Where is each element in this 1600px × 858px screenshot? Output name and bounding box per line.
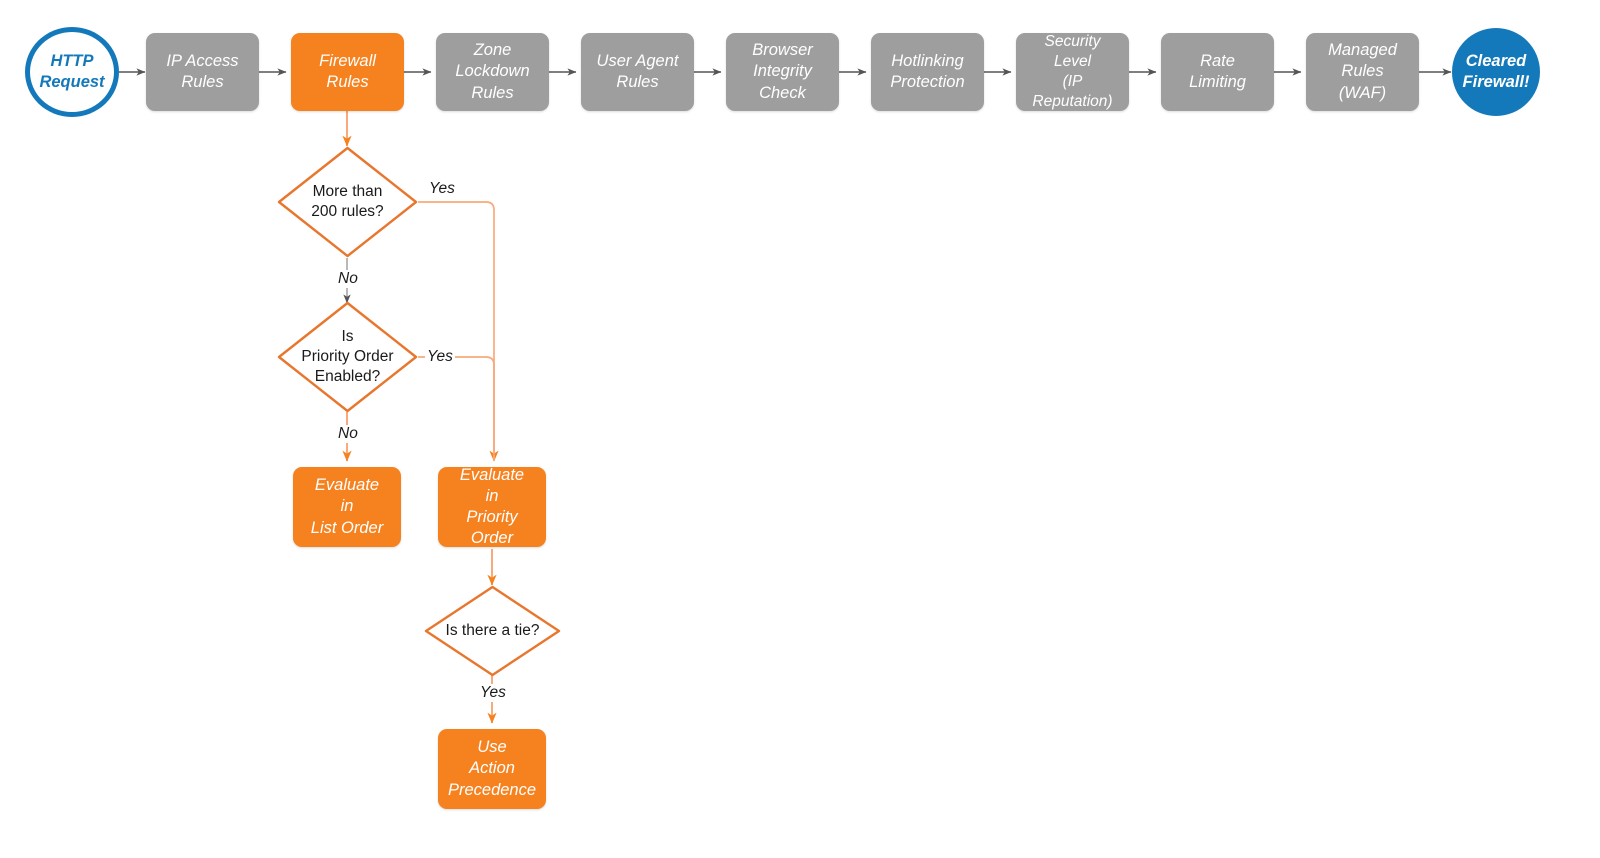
node-use-action-precedence[interactable]: Use Action Precedence [438, 729, 546, 809]
decision-more-than-200-rules-label: More than 200 rules? [311, 182, 384, 220]
node-zone-lockdown-rules-label: Zone Lockdown Rules [455, 41, 530, 102]
node-zone-lockdown-rules[interactable]: Zone Lockdown Rules [436, 33, 549, 111]
node-ip-access-rules[interactable]: IP Access Rules [146, 33, 259, 111]
node-user-agent-rules-label: User Agent Rules [596, 51, 679, 91]
node-hotlinking-protection-label: Hotlinking Protection [890, 51, 965, 91]
node-http-request-label: HTTP Request [39, 52, 105, 91]
decision-priority-order-enabled[interactable]: Is Priority Order Enabled? [277, 301, 418, 413]
node-evaluate-in-priority-order[interactable]: Evaluate in Priority Order [438, 465, 546, 548]
edge-label-priorityorder-no: No [336, 425, 360, 443]
node-evaluate-in-list-order[interactable]: Evaluate in List Order [293, 467, 401, 547]
diamond-outline-icon [277, 146, 418, 258]
node-evaluate-in-priority-order-label: Evaluate in Priority Order [459, 465, 525, 548]
edge-label-rulecount-no: No [336, 270, 360, 288]
edge-rulecount-yes [418, 201, 499, 462]
node-firewall-rules[interactable]: Firewall Rules [291, 33, 404, 111]
edge-priorityorder-yes [418, 356, 495, 461]
node-managed-rules-waf[interactable]: Managed Rules (WAF) [1306, 33, 1419, 111]
node-use-action-precedence-label: Use Action Precedence [447, 738, 537, 799]
node-ip-access-rules-label: IP Access Rules [166, 51, 239, 91]
node-security-level-label: Security Level (IP Reputation) [1032, 33, 1113, 110]
edge-label-tie-yes: Yes [478, 684, 508, 702]
node-firewall-rules-label: Firewall Rules [319, 51, 376, 91]
decision-is-there-a-tie[interactable]: Is there a tie? [424, 585, 561, 677]
edge-label-rulecount-yes: Yes [427, 180, 457, 198]
node-security-level[interactable]: Security Level (IP Reputation) [1016, 33, 1129, 111]
node-cleared-firewall-label: Cleared Firewall! [1462, 52, 1530, 91]
node-rate-limiting[interactable]: Rate Limiting [1161, 33, 1274, 111]
diamond-outline-icon [277, 301, 418, 413]
node-cleared-firewall[interactable]: Cleared Firewall! [1452, 28, 1540, 116]
node-hotlinking-protection[interactable]: Hotlinking Protection [871, 33, 984, 111]
node-browser-integrity-check-label: Browser Integrity Check [752, 41, 813, 102]
node-evaluate-in-list-order-label: Evaluate in List Order [310, 476, 384, 537]
node-rate-limiting-label: Rate Limiting [1189, 51, 1246, 91]
diamond-outline-icon [424, 585, 561, 677]
decision-more-than-200-rules[interactable]: More than 200 rules? [277, 146, 418, 258]
decision-priority-order-enabled-label: Is Priority Order Enabled? [301, 327, 394, 386]
decision-is-there-a-tie-label: Is there a tie? [445, 621, 540, 639]
edge-label-priorityorder-yes: Yes [425, 348, 455, 366]
node-user-agent-rules[interactable]: User Agent Rules [581, 33, 694, 111]
node-http-request[interactable]: HTTP Request [25, 27, 119, 117]
node-managed-rules-waf-label: Managed Rules (WAF) [1328, 41, 1397, 102]
node-browser-integrity-check[interactable]: Browser Integrity Check [726, 33, 839, 111]
